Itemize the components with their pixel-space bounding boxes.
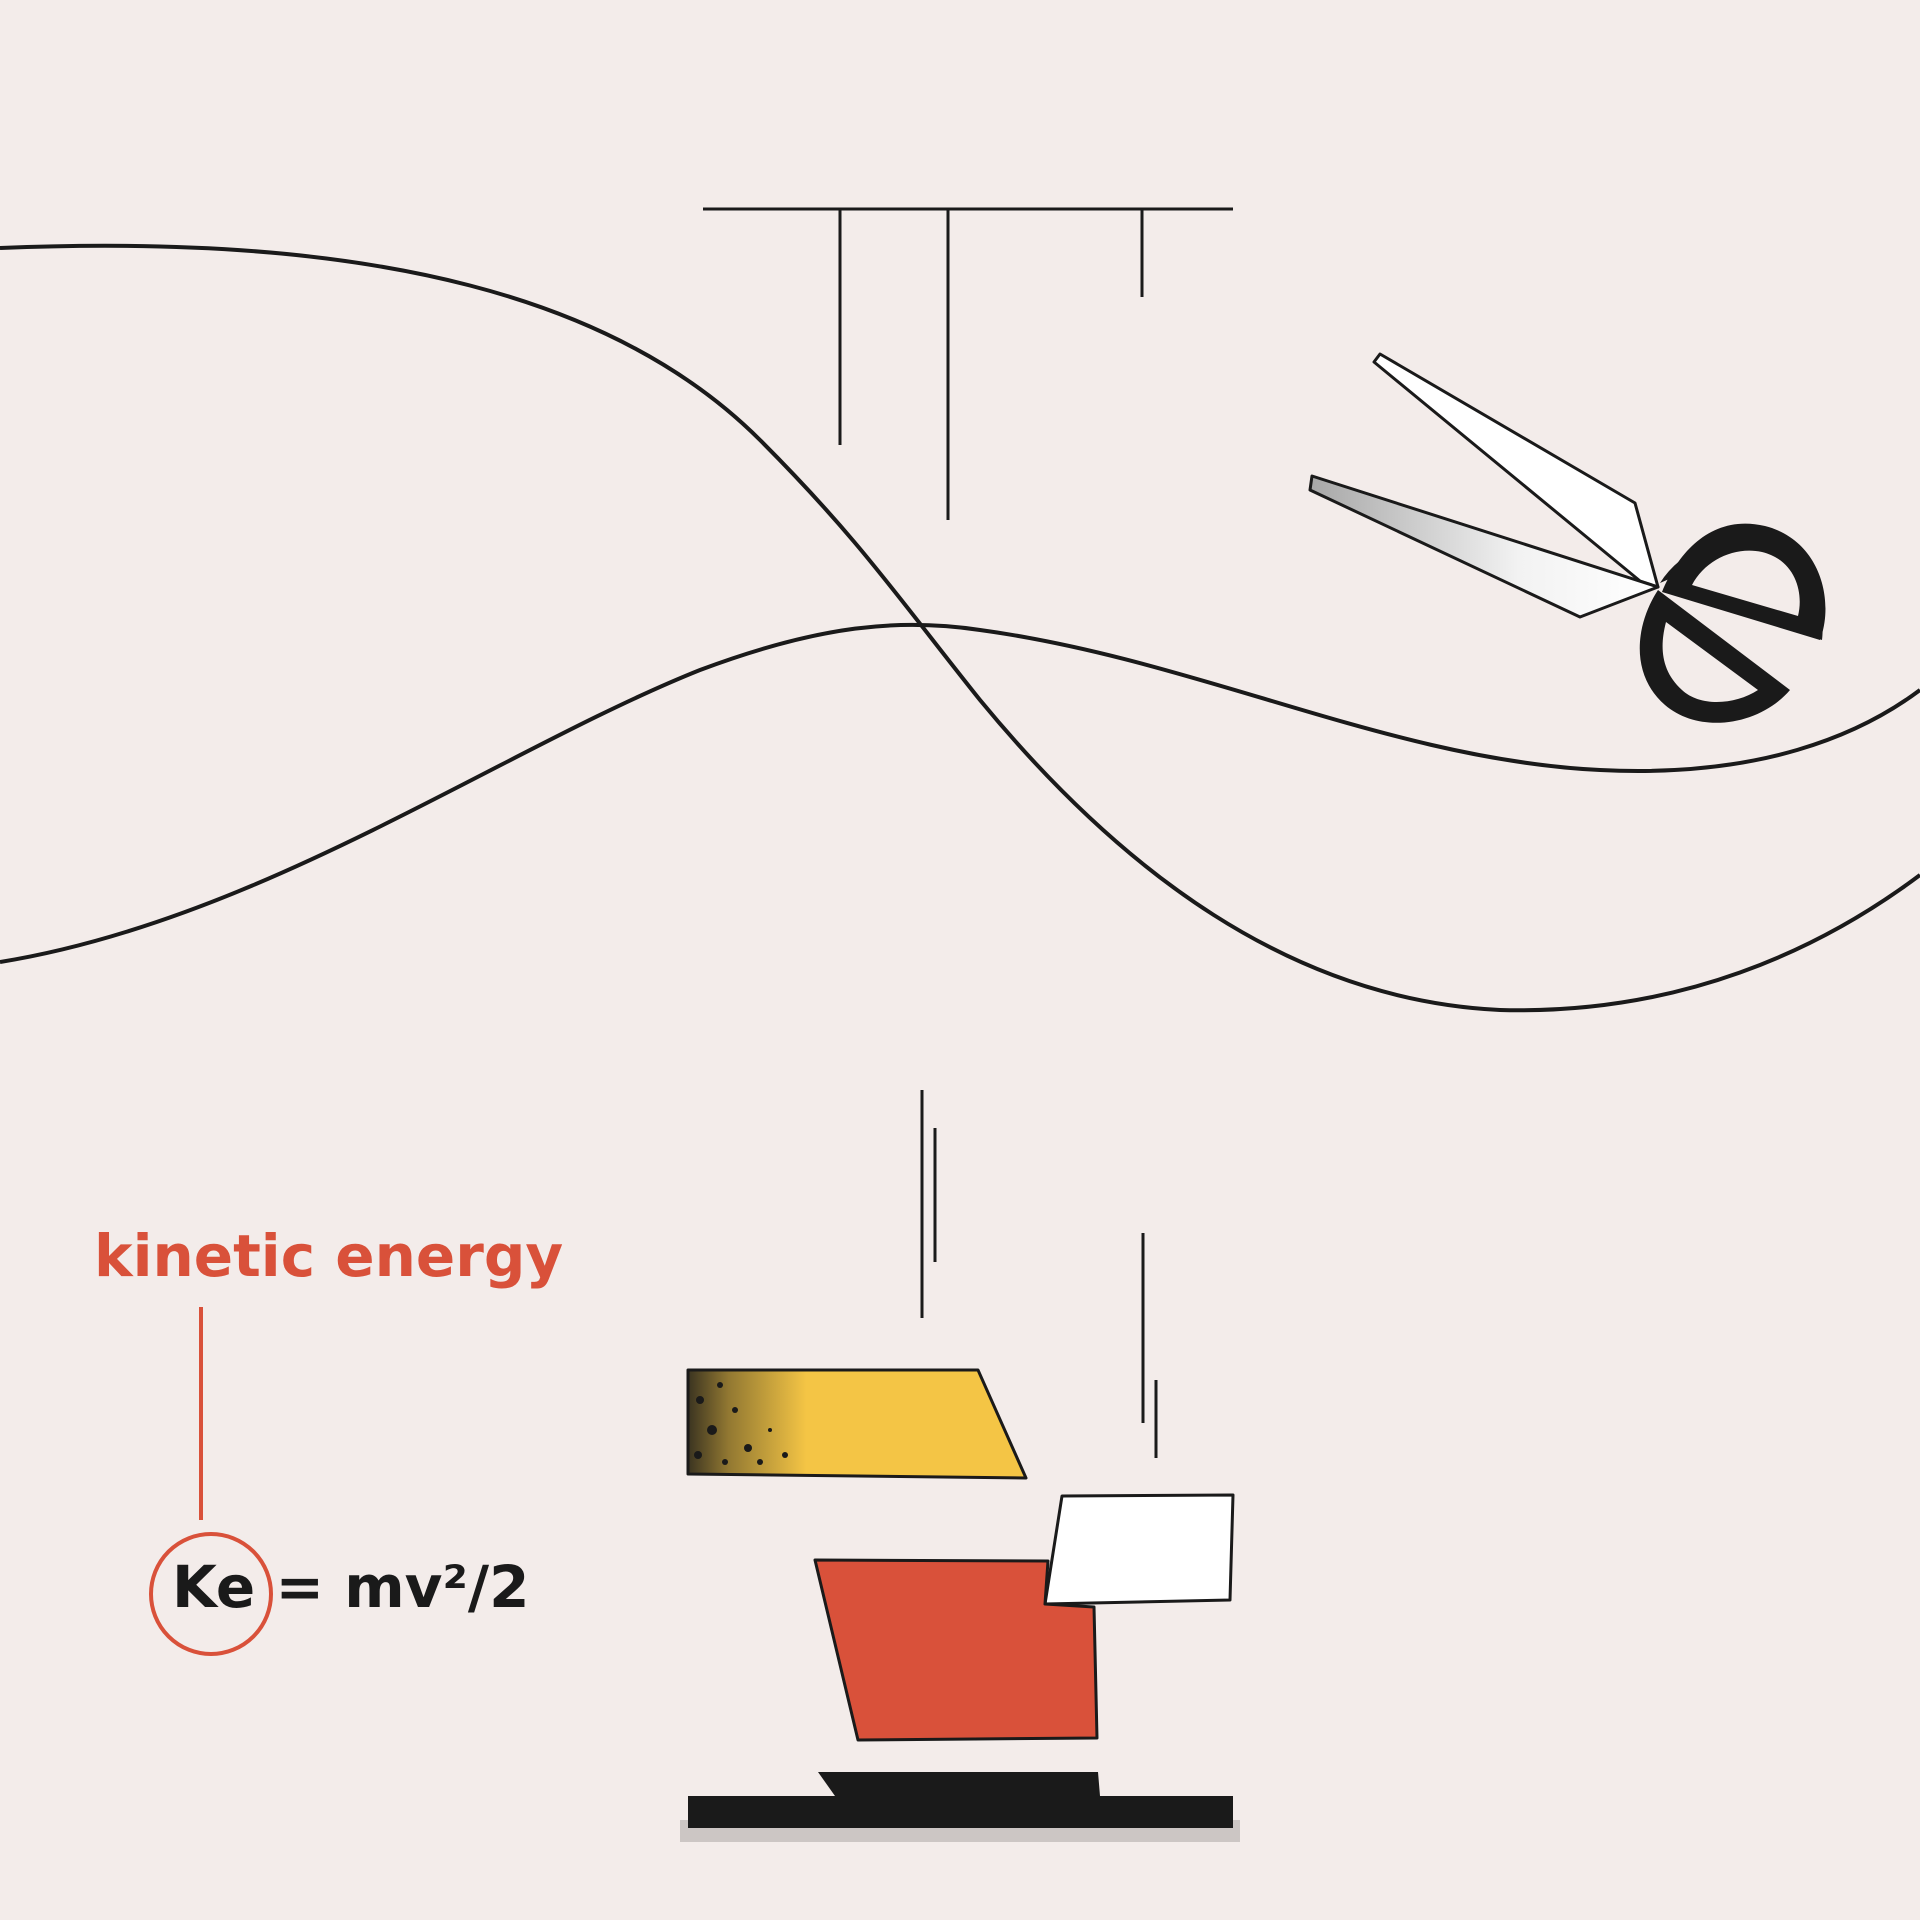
motion-lines [920,1090,1158,1458]
kinetic-energy-label: kinetic energy [94,1222,564,1290]
kinetic-energy-formula: Ke = mv²/2 [172,1553,529,1621]
scissors-blade-shade [1310,476,1658,617]
formula-symbol-ke: Ke [172,1553,256,1621]
scissors-icon [1308,352,1826,723]
formula-expression: = mv²/2 [255,1553,530,1621]
scissors-ring-upper [1662,523,1826,640]
base-top-slab [818,1772,1100,1796]
wave-curve-upper [0,243,1920,1013]
formula-annotation [149,1307,273,1656]
ground-base [680,1772,1240,1842]
yellow-block [686,1368,1028,1480]
white-block [1043,1493,1235,1606]
scissors-ring-lower [1639,590,1790,723]
red-block [813,1558,1099,1742]
hanging-bar [703,207,1233,520]
ke-highlight-circle [149,1532,273,1656]
wave-curve-lower [0,622,1920,964]
base-bottom-slab [688,1796,1233,1828]
